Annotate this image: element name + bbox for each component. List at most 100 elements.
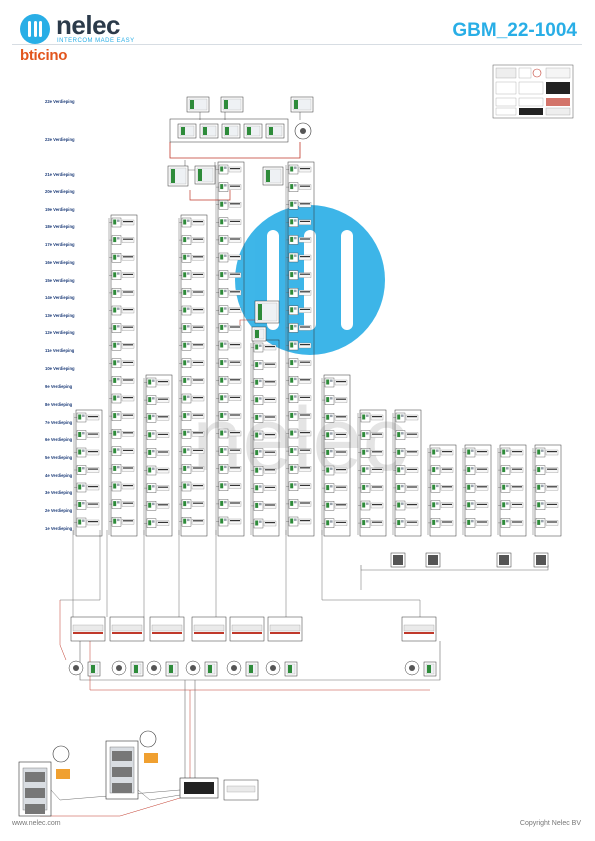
apartment-unit	[218, 446, 242, 456]
bus-distributor	[191, 616, 227, 642]
apartment-unit	[111, 288, 135, 298]
floor-label: 2e Verdieping	[45, 508, 73, 513]
apartment-unit	[218, 217, 242, 228]
riser-column	[110, 214, 138, 537]
apartment-unit	[535, 518, 559, 528]
apartment-unit	[288, 199, 312, 210]
apartment-unit	[111, 464, 135, 474]
wire	[60, 530, 101, 601]
apartment-unit	[288, 235, 312, 245]
apartment-unit	[324, 377, 348, 388]
apartment-unit	[146, 395, 170, 405]
apartment-unit	[253, 378, 277, 388]
terminal-block	[144, 753, 158, 763]
floor-label: 20e Verdieping	[45, 189, 75, 194]
apartment-unit	[181, 517, 205, 527]
apartment-unit	[395, 412, 419, 423]
footer-website: www.nelec.com	[12, 820, 61, 827]
floor-label: 9e Verdieping	[45, 384, 73, 389]
riser-column	[75, 409, 103, 537]
svg-text:nelec: nelec	[192, 390, 407, 490]
bus-distributor	[70, 616, 106, 642]
door-panel	[284, 661, 298, 677]
apartment-unit	[218, 428, 242, 439]
apartment-unit	[253, 360, 277, 370]
riser-column	[323, 374, 351, 537]
bus-distributor	[149, 616, 185, 642]
door-panel	[130, 661, 144, 677]
floor-label: 7e Verdieping	[45, 420, 73, 425]
apartment-unit	[181, 341, 205, 351]
apartment-unit	[288, 464, 312, 474]
entrance-panel	[18, 761, 52, 817]
door-panel	[194, 165, 216, 185]
apartment-unit	[288, 376, 312, 386]
apartment-unit	[111, 358, 135, 368]
apartment-unit	[288, 411, 312, 421]
apartment-unit	[500, 465, 524, 475]
bus-distributor	[401, 616, 437, 642]
floor-label: 5e Verdieping	[45, 455, 73, 460]
floor-label: 22e Verdieping	[45, 137, 75, 142]
wire	[50, 789, 181, 801]
door-panel	[423, 661, 437, 677]
riser-column	[534, 444, 562, 537]
door-panel	[265, 123, 285, 139]
apartment-unit	[76, 517, 100, 528]
apartment-unit	[218, 516, 242, 527]
wire	[322, 599, 421, 617]
door-panel	[186, 96, 210, 113]
apartment-unit	[395, 448, 419, 458]
door-panel	[220, 96, 244, 113]
wire	[137, 789, 181, 801]
apartment-unit	[430, 483, 454, 493]
apartment-unit	[111, 481, 135, 492]
apartment-unit	[111, 252, 135, 263]
apartment-unit	[465, 483, 489, 493]
brand-tagline: INTERCOM MADE EASY	[57, 38, 135, 44]
riser-column	[429, 444, 457, 537]
camera-icon	[139, 730, 157, 748]
apartment-unit	[535, 500, 559, 510]
riser-column	[145, 374, 173, 537]
apartment-unit	[324, 430, 348, 440]
wire	[40, 797, 181, 817]
door-panel	[290, 96, 314, 113]
apartment-unit	[430, 518, 454, 528]
apartment-unit	[360, 518, 384, 528]
legend-panel	[492, 64, 574, 119]
camera-icon	[52, 745, 70, 763]
wire	[189, 190, 231, 201]
apartment-unit	[500, 500, 524, 510]
apartment-unit	[111, 235, 135, 245]
apartment-unit	[324, 395, 348, 405]
apartment-unit	[253, 413, 277, 423]
apartment-unit	[288, 270, 312, 280]
brand-name: nelec	[56, 10, 121, 40]
riser-column	[287, 161, 315, 537]
apartment-unit	[253, 448, 277, 458]
apartment-unit	[253, 501, 277, 511]
apartment-unit	[111, 217, 135, 228]
floor-label: 15e Verdieping	[45, 278, 75, 283]
apartment-unit	[111, 305, 135, 316]
apartment-unit	[360, 448, 384, 458]
apartment-unit	[324, 413, 348, 423]
apartment-unit	[288, 305, 312, 315]
apartment-unit	[146, 448, 170, 458]
floor-label: 1e Verdieping	[45, 526, 73, 531]
apartment-unit	[324, 483, 348, 493]
apartment-unit	[218, 182, 242, 192]
door-panel	[221, 123, 241, 139]
apartment-unit	[218, 305, 242, 315]
apartment-unit	[181, 288, 205, 298]
apartment-unit	[253, 395, 277, 405]
apartment-unit	[181, 358, 205, 368]
apartment-unit	[360, 465, 384, 475]
apartment-unit	[465, 500, 489, 510]
door-panel	[243, 123, 263, 139]
floor-label: 14e Verdieping	[45, 295, 75, 300]
wire	[89, 641, 430, 691]
apartment-unit	[288, 516, 312, 527]
apartment-unit	[218, 199, 242, 210]
